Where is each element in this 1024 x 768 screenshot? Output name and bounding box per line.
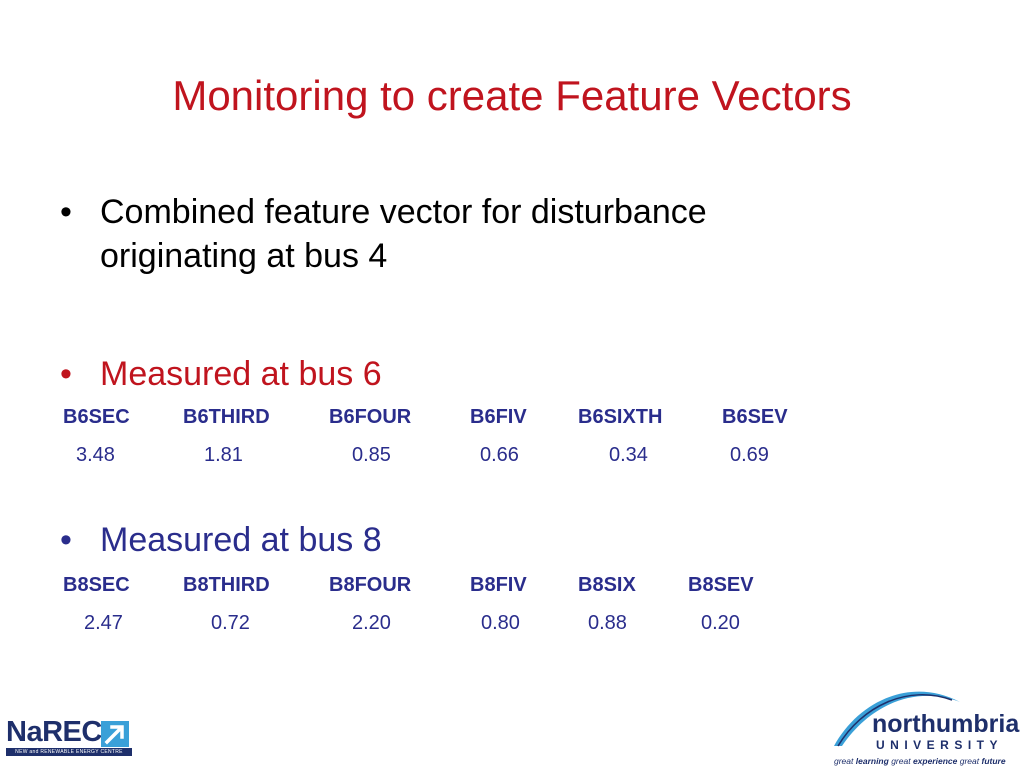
northumbria-logo-university: UNIVERSITY <box>876 738 1004 752</box>
bus8-value-cell: 2.47 <box>84 612 123 634</box>
bus6-value-cell: 1.81 <box>204 444 243 466</box>
bus6-header-cell: B6FOUR <box>329 406 412 428</box>
bus6-value-cell: 0.66 <box>480 444 519 466</box>
bus8-header-cell: B8SEV <box>688 574 754 596</box>
bus8-value-cell: 0.20 <box>701 612 740 634</box>
bus8-value-cell: 0.80 <box>481 612 520 634</box>
bus6-value-cell: 0.34 <box>609 444 648 466</box>
bullet-text: Measured at bus 6 <box>100 355 382 393</box>
northumbria-logo-name: northumbria <box>872 710 1020 738</box>
bus8-header-row: B8SEC B8THIRD B8FOUR B8FIV B8SIX B8SEV <box>0 570 1024 600</box>
bus8-header-cell: B8THIRD <box>183 574 270 596</box>
bus8-value-row: 2.47 0.72 2.20 0.80 0.88 0.20 <box>0 608 1024 638</box>
bullet-text: Combined feature vector for disturbance … <box>100 193 707 275</box>
bus8-header-cell: B8SIX <box>578 574 636 596</box>
bus6-value-cell: 0.69 <box>730 444 769 466</box>
bullet-marker: • <box>60 521 72 559</box>
bus8-value-cell: 0.72 <box>211 612 250 634</box>
bus8-value-cell: 0.88 <box>588 612 627 634</box>
bus8-value-cell: 2.20 <box>352 612 391 634</box>
bus6-header-cell: B6SEC <box>63 406 130 428</box>
bus6-header-cell: B6SEV <box>722 406 788 428</box>
bullet-combined-feature-vector: • Combined feature vector for disturbanc… <box>60 190 860 278</box>
narec-arrow-icon <box>101 721 129 747</box>
bullet-marker: • <box>60 193 72 231</box>
northumbria-logo: northumbria UNIVERSITY great learning gr… <box>828 680 1024 768</box>
bullet-marker: • <box>60 355 72 393</box>
bullet-text: Measured at bus 8 <box>100 521 382 559</box>
bus6-header-cell: B6FIV <box>470 406 527 428</box>
bus6-header-cell: B6SIXTH <box>578 406 663 428</box>
bus8-header-cell: B8FOUR <box>329 574 412 596</box>
bus8-header-cell: B8SEC <box>63 574 130 596</box>
slide-title: Monitoring to create Feature Vectors <box>172 72 852 119</box>
bus6-header-cell: B6THIRD <box>183 406 270 428</box>
bus6-value-cell: 3.48 <box>76 444 115 466</box>
northumbria-swoosh-icon <box>834 691 960 747</box>
bus6-header-row: B6SEC B6THIRD B6FOUR B6FIV B6SIXTH B6SEV <box>0 402 1024 432</box>
northumbria-logo-tagline: great learning great experience great fu… <box>834 756 1006 766</box>
bus8-header-cell: B8FIV <box>470 574 527 596</box>
narec-logo: NaREC NEW and RENEWABLE ENERGY CENTRE <box>6 716 132 758</box>
bus6-value-row: 3.48 1.81 0.85 0.66 0.34 0.69 <box>0 440 1024 470</box>
narec-logo-tagline: NEW and RENEWABLE ENERGY CENTRE <box>6 748 132 756</box>
narec-logo-name: NaREC <box>6 716 102 748</box>
bullet-measured-bus-6: • Measured at bus 6 <box>60 352 860 396</box>
bullet-measured-bus-8: • Measured at bus 8 <box>60 518 860 562</box>
bus6-value-cell: 0.85 <box>352 444 391 466</box>
